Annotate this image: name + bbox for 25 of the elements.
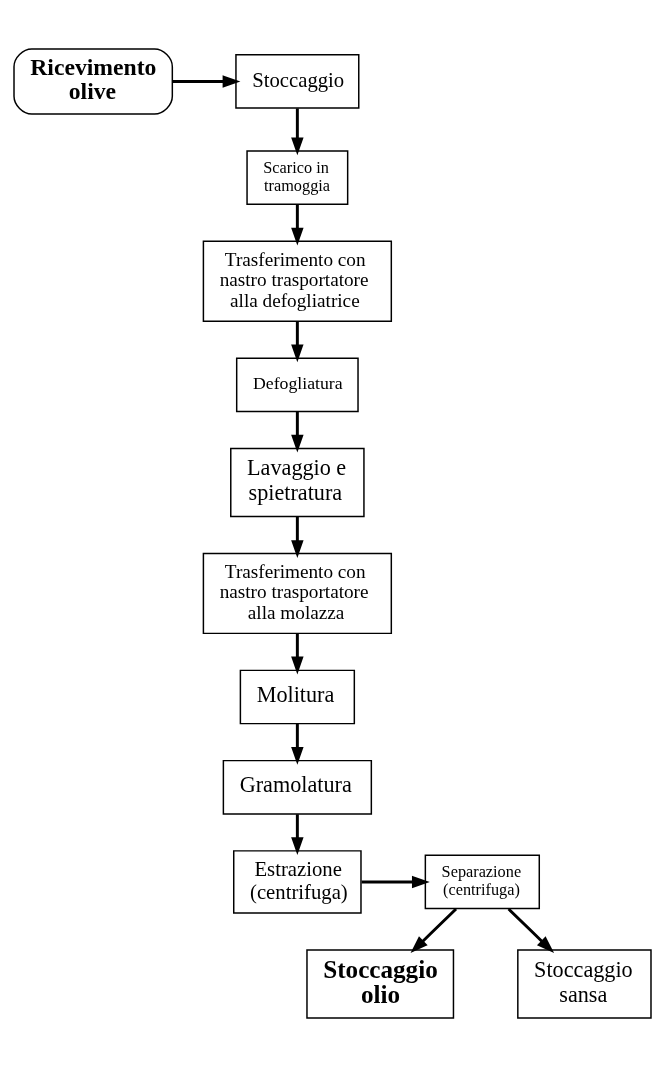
arrow [507, 907, 555, 953]
arrow [291, 516, 304, 558]
node-box: Estrazione (centrifuga) [233, 849, 362, 914]
node-box: Gramolatura [222, 759, 373, 815]
node-box: Ricevimento olive [13, 47, 174, 115]
arrow [291, 107, 304, 155]
arrow [291, 320, 304, 362]
arrow [291, 633, 304, 674]
node-box: Molitura [239, 669, 356, 724]
arrow [410, 907, 458, 953]
node-box: Trasferimento con nastro trasportatore alla defogliatrice [202, 240, 393, 322]
node-box: Separazione (centrifuga) [424, 854, 540, 909]
node-box: Defogliatura [235, 356, 359, 412]
arrow [361, 875, 430, 888]
node-box: Scarico in tramoggia [246, 149, 349, 205]
arrow [291, 723, 304, 765]
node-box: Stoccaggio [235, 53, 360, 109]
arrow [172, 74, 241, 88]
arrow [291, 411, 304, 453]
node-box: Stoccaggio sansa [517, 948, 652, 1019]
node-box: Lavaggio e spietratura [230, 447, 365, 517]
node-box: Stoccaggio olio [306, 948, 455, 1019]
arrow [291, 813, 304, 855]
arrow [291, 204, 304, 245]
node-box: Trasferimento con nastro trasportatore alla molazza [202, 552, 393, 634]
